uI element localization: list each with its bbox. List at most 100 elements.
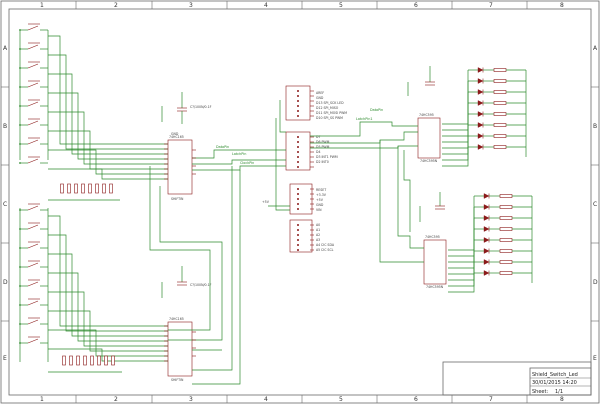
arduino-header-analog: A0 A1 A2 A3 A4 I2C SDA A5 I2C SCL [289,219,335,253]
pushbutton-switch [27,300,39,306]
pulldown-resistor [76,355,80,366]
header-pin [297,244,299,246]
svg-text:D12 SPI_MISO: D12 SPI_MISO [316,106,339,110]
svg-text:A3: A3 [316,238,320,242]
pushbutton-switch [27,338,39,344]
svg-text:D11 SPI_MOSI PWM: D11 SPI_MOSI PWM [316,111,347,115]
decoupling-cap-right-bottom [419,192,445,222]
svg-text:+3.3V: +3.3V [316,193,327,197]
led-wire [448,207,475,257]
led-diode [477,78,484,84]
pulldown-resistor [60,183,64,194]
gnd-label: GND [171,132,179,136]
row-labels-left: A B C D E [3,45,8,362]
vcc-label: +5V [262,200,270,204]
led-diode [477,67,484,73]
svg-text:D3 INT1 PWM: D3 INT1 PWM [316,155,338,159]
col-label: 2 [114,2,118,9]
col-label: 5 [339,2,343,9]
header-pin [297,188,299,190]
led-resistor [493,68,507,72]
svg-text:SHIFTIN: SHIFTIN [171,378,184,382]
led-resistor [499,249,513,253]
junction-dot [19,266,21,268]
pushbutton-switch [27,101,39,107]
svg-text:74HC595: 74HC595 [419,113,434,117]
pulldown-resistor [95,183,99,194]
led-resistor [499,194,513,198]
pushbutton-switch [27,120,39,126]
led-resistor [499,205,513,209]
header-pin [297,100,299,102]
junction-dot [19,105,21,107]
header-pin [297,95,299,97]
pulldown-resistor [97,355,101,366]
header-pin [297,161,299,163]
header-pin [297,193,299,195]
svg-text:D7: D7 [316,135,320,139]
svg-text:+5V: +5V [316,198,324,202]
col-label: 5 [339,396,343,403]
row-label: E [593,355,597,362]
led-resistor [493,145,507,149]
led-wire [442,81,469,131]
pulldown-resistor [83,355,87,366]
junction-dot [19,143,21,145]
svg-text:A2: A2 [316,233,320,237]
pushbutton-switch [27,262,39,268]
row-label: D [593,279,598,286]
col-label: 7 [489,396,493,403]
col-label: 3 [189,2,193,9]
led-resistor [499,227,513,231]
led-resistor [493,123,507,127]
col-label: 7 [489,2,493,9]
row-label: B [3,123,7,130]
switch-signal-wire [48,73,168,155]
led-diode [477,144,484,150]
svg-text:74HC165: 74HC165 [169,135,184,139]
pulldown-resistor [69,355,73,366]
net-label-clock: ClockPin [240,161,254,165]
row-label: A [593,45,598,52]
arduino-header-power: RESET +3.3V +5V GND VIN [289,183,327,215]
led-wire [442,147,469,167]
header-pin [297,166,299,168]
pushbutton-switch [27,243,39,249]
junction-dot [19,162,21,164]
svg-text:D2 INT0: D2 INT0 [316,160,329,164]
led-diode [477,122,484,128]
row-label: C [593,201,597,208]
junction-dot [19,86,21,88]
led-diode [483,270,490,276]
shift-in-ic-bottom: 74HC165 SHIFTIN [167,317,193,382]
junction-dot [19,323,21,325]
header-pin [297,203,299,205]
led-resistor [493,112,507,116]
pulldown-resistor [81,183,85,194]
svg-text:D6 PWM: D6 PWM [316,140,330,144]
junction-dot [19,228,21,230]
net-label-latch: LatchPin [232,152,246,156]
pushbutton-switch [27,319,39,325]
led-diode [483,204,490,210]
svg-text:GND: GND [316,96,324,100]
pulldown-resistor [102,183,106,194]
header-pin [297,224,299,226]
switch-signal-wire [48,310,168,352]
column-labels-top: 1 2 3 4 5 6 7 8 [40,2,564,9]
svg-text:D5 PWM: D5 PWM [316,145,330,149]
pulldown-resistor [74,183,78,194]
column-labels-bottom: 1 2 3 4 5 6 7 8 [40,396,564,403]
svg-text:SHIFTIN: SHIFTIN [171,197,184,201]
col-label: 1 [40,2,44,9]
col-label: 6 [414,396,418,403]
svg-text:D4: D4 [316,150,320,154]
header-pin [297,234,299,236]
svg-text:74HC595N: 74HC595N [426,285,444,289]
junction-dot [19,209,21,211]
led-diode [477,133,484,139]
switch-bank-top [19,30,49,160]
led-wire [442,70,469,125]
led-diode [483,226,490,232]
svg-text:AREF: AREF [316,91,324,95]
